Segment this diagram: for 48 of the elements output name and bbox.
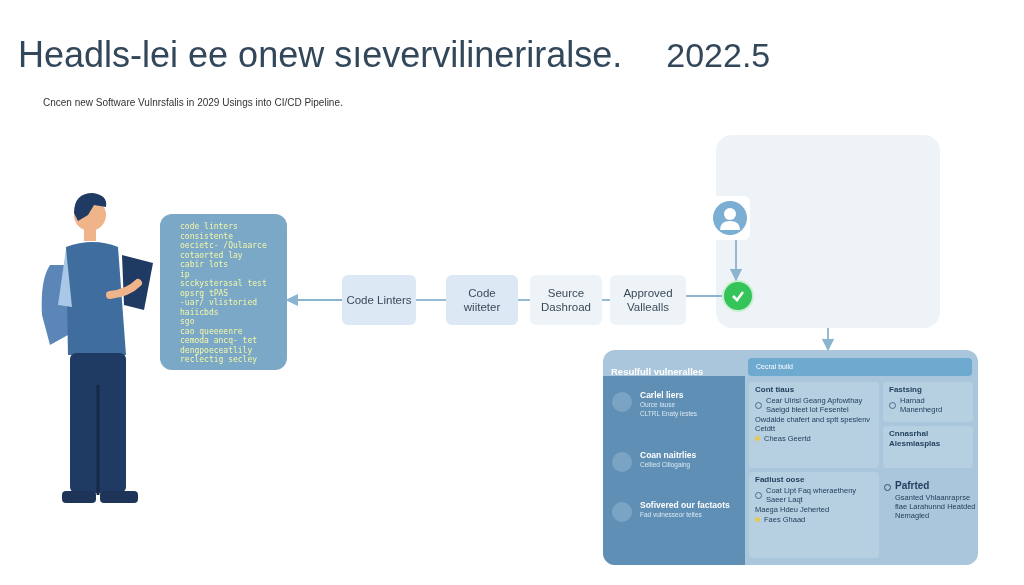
code-line: scckysterasal test xyxy=(180,279,268,289)
info-card xyxy=(749,472,879,558)
connector-line xyxy=(685,295,723,297)
code-line: opsrg tPAS xyxy=(180,288,229,298)
results-dashboard xyxy=(603,350,978,565)
code-line: cemoda ancq- tet xyxy=(180,336,259,346)
step-label: Code Linters xyxy=(346,293,412,307)
process-box xyxy=(610,275,686,325)
subtitle: Cncen new Software Vulnrsfalis in 2029 Usings into CI/CD Pipeline. xyxy=(43,97,343,108)
arrow xyxy=(285,293,343,307)
connector-line xyxy=(601,299,611,301)
step-label: Code wiiteter xyxy=(462,286,502,314)
info-card xyxy=(749,382,879,468)
code-line: ip xyxy=(180,269,190,279)
info-card xyxy=(883,382,973,422)
status-title: Pafrted xyxy=(895,479,931,493)
card-title: Fadlust oose xyxy=(755,475,805,485)
code-panel xyxy=(160,214,287,370)
connector-line xyxy=(517,299,531,301)
connector-line xyxy=(415,299,447,301)
code-line: oecietc- /Qulaarce xyxy=(180,241,268,251)
step-label: Approved Vallealls xyxy=(622,286,674,314)
code-line: code linters xyxy=(180,222,239,232)
item-title: Coan naitrlies xyxy=(640,450,697,460)
arrow xyxy=(729,239,743,282)
code-line: consistente xyxy=(180,231,234,241)
item-title: Sofivered our factaots xyxy=(640,500,730,510)
code-line: cotaorted lay xyxy=(180,250,244,260)
code-line: haiicbds xyxy=(180,307,220,317)
arrow xyxy=(821,327,835,352)
process-box xyxy=(530,275,602,325)
card-title: Cont tiaus xyxy=(755,385,795,395)
card-title: Cnnasrhal Alesmlasplas xyxy=(889,429,942,449)
code-line: sgo xyxy=(180,317,196,327)
process-box xyxy=(342,275,416,325)
item-title: Carlel liers xyxy=(640,390,685,400)
code-line: reclectig secley xyxy=(180,355,259,365)
title: Headls-lei ee onew sıevervilineriralse. xyxy=(18,33,623,77)
panel-heading: Resulfull vulneralles xyxy=(611,366,704,377)
card-title: Fastsing xyxy=(889,385,922,395)
code-line: -uar/ vlistoried xyxy=(180,298,259,308)
code-line: dengpoeceatlily xyxy=(180,345,253,355)
process-box xyxy=(446,275,518,325)
step-label: Seurce Dashroad xyxy=(540,286,592,314)
header-bar xyxy=(748,358,972,376)
version-number: 2022.5 xyxy=(666,35,771,76)
code-line: cabir lots xyxy=(180,260,230,270)
code-line: cao queeeenre xyxy=(180,326,243,336)
